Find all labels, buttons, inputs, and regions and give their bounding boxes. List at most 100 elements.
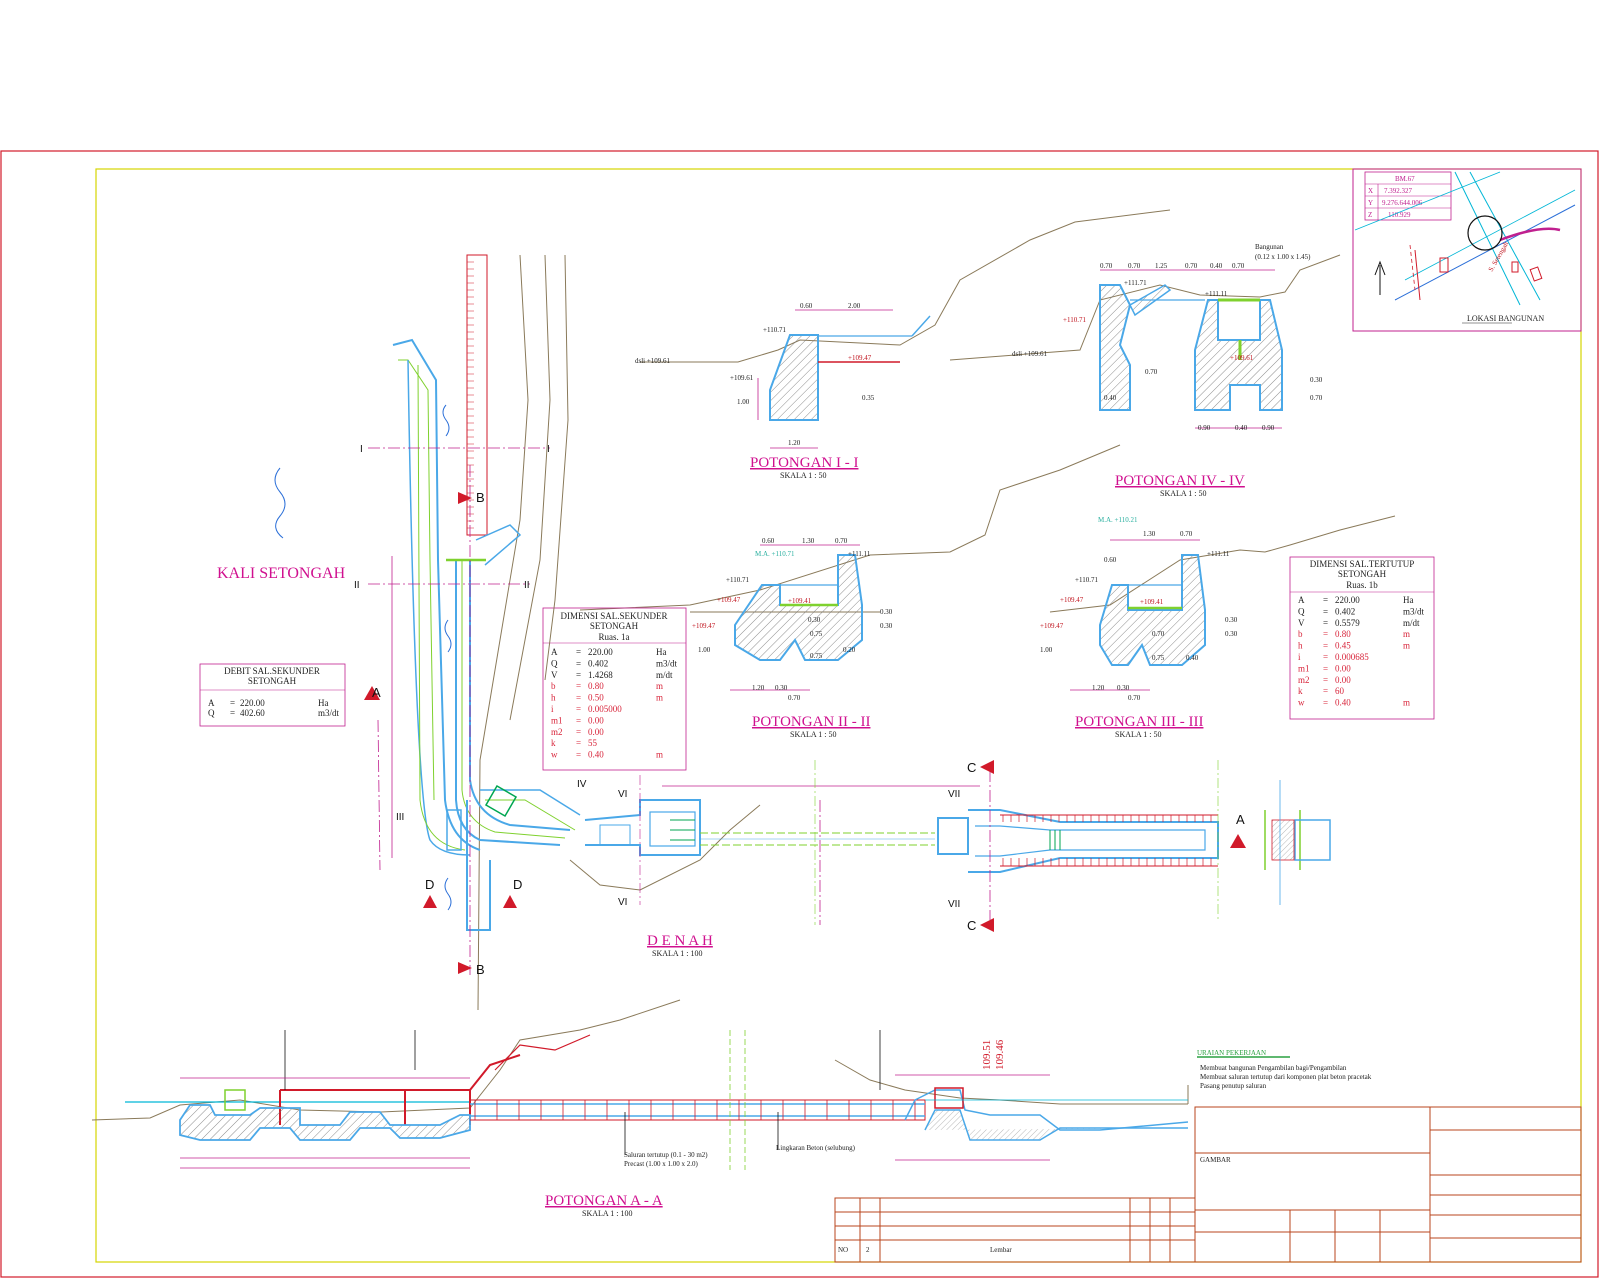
s1-lvl-1: +109.47 (848, 354, 872, 362)
s3-dim-7: 0.40 (1186, 654, 1199, 662)
s2-dim-5: 0.30 (808, 616, 821, 624)
marker-d-left: D (425, 877, 434, 892)
s3-dim-5: 0.70 (1152, 630, 1165, 638)
ter-rows-row-6-eq: = (1323, 663, 1328, 673)
s2-dim-2: 0.70 (835, 537, 848, 545)
debit-rows-row-1-v: 402.60 (240, 708, 265, 718)
ter-rows-row-2-v: 0.5579 (1335, 618, 1360, 628)
s4-dim-3: 0.70 (1185, 262, 1198, 270)
s4-dim-6: 0.70 (1145, 368, 1158, 376)
tb-footer-1: 2 (866, 1246, 870, 1254)
debit-rows-row-0-u: Ha (318, 698, 329, 708)
table-dim-tertutup: DIMENSI SAL.TERTUTUP SETONGAH Ruas. 1b A… (1289, 556, 1435, 720)
s1-lvl-0: +110.71 (763, 326, 786, 334)
sek-rows-row-7-k: m2 (551, 727, 563, 737)
s4-lvl-3: +109.61 (1230, 354, 1254, 362)
sek-rows-row-4-v: 0.50 (588, 693, 604, 703)
tb-label: GAMBAR (1200, 1156, 1231, 1164)
s2-dim-7: 0.75 (810, 652, 823, 660)
loc-title: LOKASI BANGUNAN (1467, 314, 1544, 323)
ter-rows-row-5-k: i (1298, 652, 1301, 662)
ter-rows-row-7-k: m2 (1298, 675, 1310, 685)
ter-rows-row-0-eq: = (1323, 595, 1328, 605)
s3-lvl-0: +111.11 (1207, 550, 1230, 558)
s2-lvl-0: +111.11 (848, 550, 871, 558)
legend-line-0: Membuat bangunan Pengambilan bagi/Pengam… (1200, 1064, 1347, 1072)
ter-title-1: SETONGAH (1338, 569, 1387, 579)
s4-dim-7: 0.40 (1104, 394, 1117, 402)
s2-lvl-2: +109.47 (717, 596, 741, 604)
s4-dim-2: 1.25 (1155, 262, 1168, 270)
legend-line-1: Membuat saluran tertutup dari komponen p… (1200, 1073, 1372, 1081)
s2-lvl-1: +110.71 (726, 576, 749, 584)
mark-ii-left: II (354, 580, 360, 591)
s4-title: POTONGAN IV - IV (1115, 473, 1245, 489)
s1-dim-3: 0.35 (862, 394, 875, 402)
ter-rows-row-7-v: 0.00 (1335, 675, 1351, 685)
s2-dim-1: 1.30 (802, 537, 815, 545)
s4-dim-12: 0.90 (1262, 424, 1275, 432)
mark-vi-bottom: VI (618, 897, 627, 908)
section-3: M.A. +110.21 1.30 0.70 0.60 +111.11 +110… (1040, 515, 1396, 739)
s4-dim-1: 0.70 (1128, 262, 1141, 270)
s2-dim-0: 0.60 (762, 537, 775, 545)
s2-scale: SKALA 1 : 50 (790, 730, 836, 739)
ter-rows-row-0-v: 220.00 (1335, 595, 1360, 605)
ter-rows-row-1-eq: = (1323, 606, 1328, 616)
ter-rows-row-8-k: k (1298, 686, 1303, 696)
s4-lvl-0: +111.71 (1124, 279, 1147, 287)
s3-ma: M.A. +110.21 (1098, 516, 1138, 524)
location-plan: BM.67 X 7.392.327 Y 9.276.644.006 Z 110.… (1352, 168, 1582, 332)
debit-title-1: SETONGAH (248, 676, 297, 686)
s4-dim-11: 0.40 (1235, 424, 1248, 432)
loc-table-k2: Y (1368, 199, 1373, 207)
s3-dim-4: 0.30 (1225, 630, 1238, 638)
aa-level-1: 109.46 (994, 1039, 1006, 1070)
sek-rows-row-3-eq: = (576, 681, 581, 691)
s2-dim-10: 1.20 (752, 684, 765, 692)
ter-rows-row-9-k: w (1298, 698, 1305, 708)
river-label: KALI SETONGAH (217, 565, 346, 582)
sek-rows-row-3-k: b (551, 681, 556, 691)
aa-note-1: Precast (1.00 x 1.00 x 2.0) (624, 1160, 699, 1168)
sek-rows-row-0-k: A (551, 647, 558, 657)
s1-ground: dsli +109.61 (635, 357, 671, 365)
sek-rows-row-7-v: 0.00 (588, 727, 604, 737)
marker-b-bottom: B (476, 962, 485, 977)
ter-rows-row-0-k: A (1298, 595, 1305, 605)
aa-note-2: Lingkaran Beton (selubung) (776, 1144, 856, 1152)
sek-rows-row-7-eq: = (576, 727, 581, 737)
s3-dim-6: 0.75 (1152, 654, 1165, 662)
loc-table-v1: 7.392.327 (1384, 187, 1413, 195)
sek-rows-row-1-k: Q (551, 658, 558, 668)
s2-dim-6: 0.75 (810, 630, 823, 638)
mark-vi-top: VI (618, 789, 627, 800)
mark-i-right: I (547, 444, 550, 455)
s2-dim-4: 0.30 (880, 622, 893, 630)
s4-ground: dsli +109.61 (1012, 350, 1048, 358)
s2-title: POTONGAN II - II (752, 714, 870, 730)
s1-dim-1: 2.00 (848, 302, 861, 310)
sek-rows-row-8-k: k (551, 738, 556, 748)
s4-scale: SKALA 1 : 50 (1160, 489, 1206, 498)
sek-rows-row-9-eq: = (576, 750, 581, 760)
s3-lvl-2: +109.47 (1060, 596, 1084, 604)
marker-d-right-arrow (503, 895, 517, 908)
sek-title-1: SETONGAH (590, 621, 639, 631)
aa-title: POTONGAN A - A (545, 1193, 663, 1209)
ter-rows-row-0-u: Ha (1403, 595, 1414, 605)
ter-rows-row-1-u: m3/dt (1403, 606, 1425, 616)
sek-title-0: DIMENSI SAL.SEKUNDER (560, 611, 667, 621)
s3-lvl-4: +109.47 (1040, 622, 1064, 630)
ter-rows-row-8-eq: = (1323, 686, 1328, 696)
marker-a-right: A (1236, 812, 1245, 827)
sek-rows-row-1-v: 0.402 (588, 658, 608, 668)
s4-dim-0: 0.70 (1100, 262, 1113, 270)
marker-b-bottom-arrow (458, 962, 472, 974)
s3-lvl-3: +109.41 (1140, 598, 1164, 606)
sek-rows-row-6-v: 0.00 (588, 715, 604, 725)
s1-lvl-2: +109.61 (730, 374, 754, 382)
sek-rows-row-5-k: i (551, 704, 554, 714)
marker-c-bottom: C (967, 918, 976, 933)
